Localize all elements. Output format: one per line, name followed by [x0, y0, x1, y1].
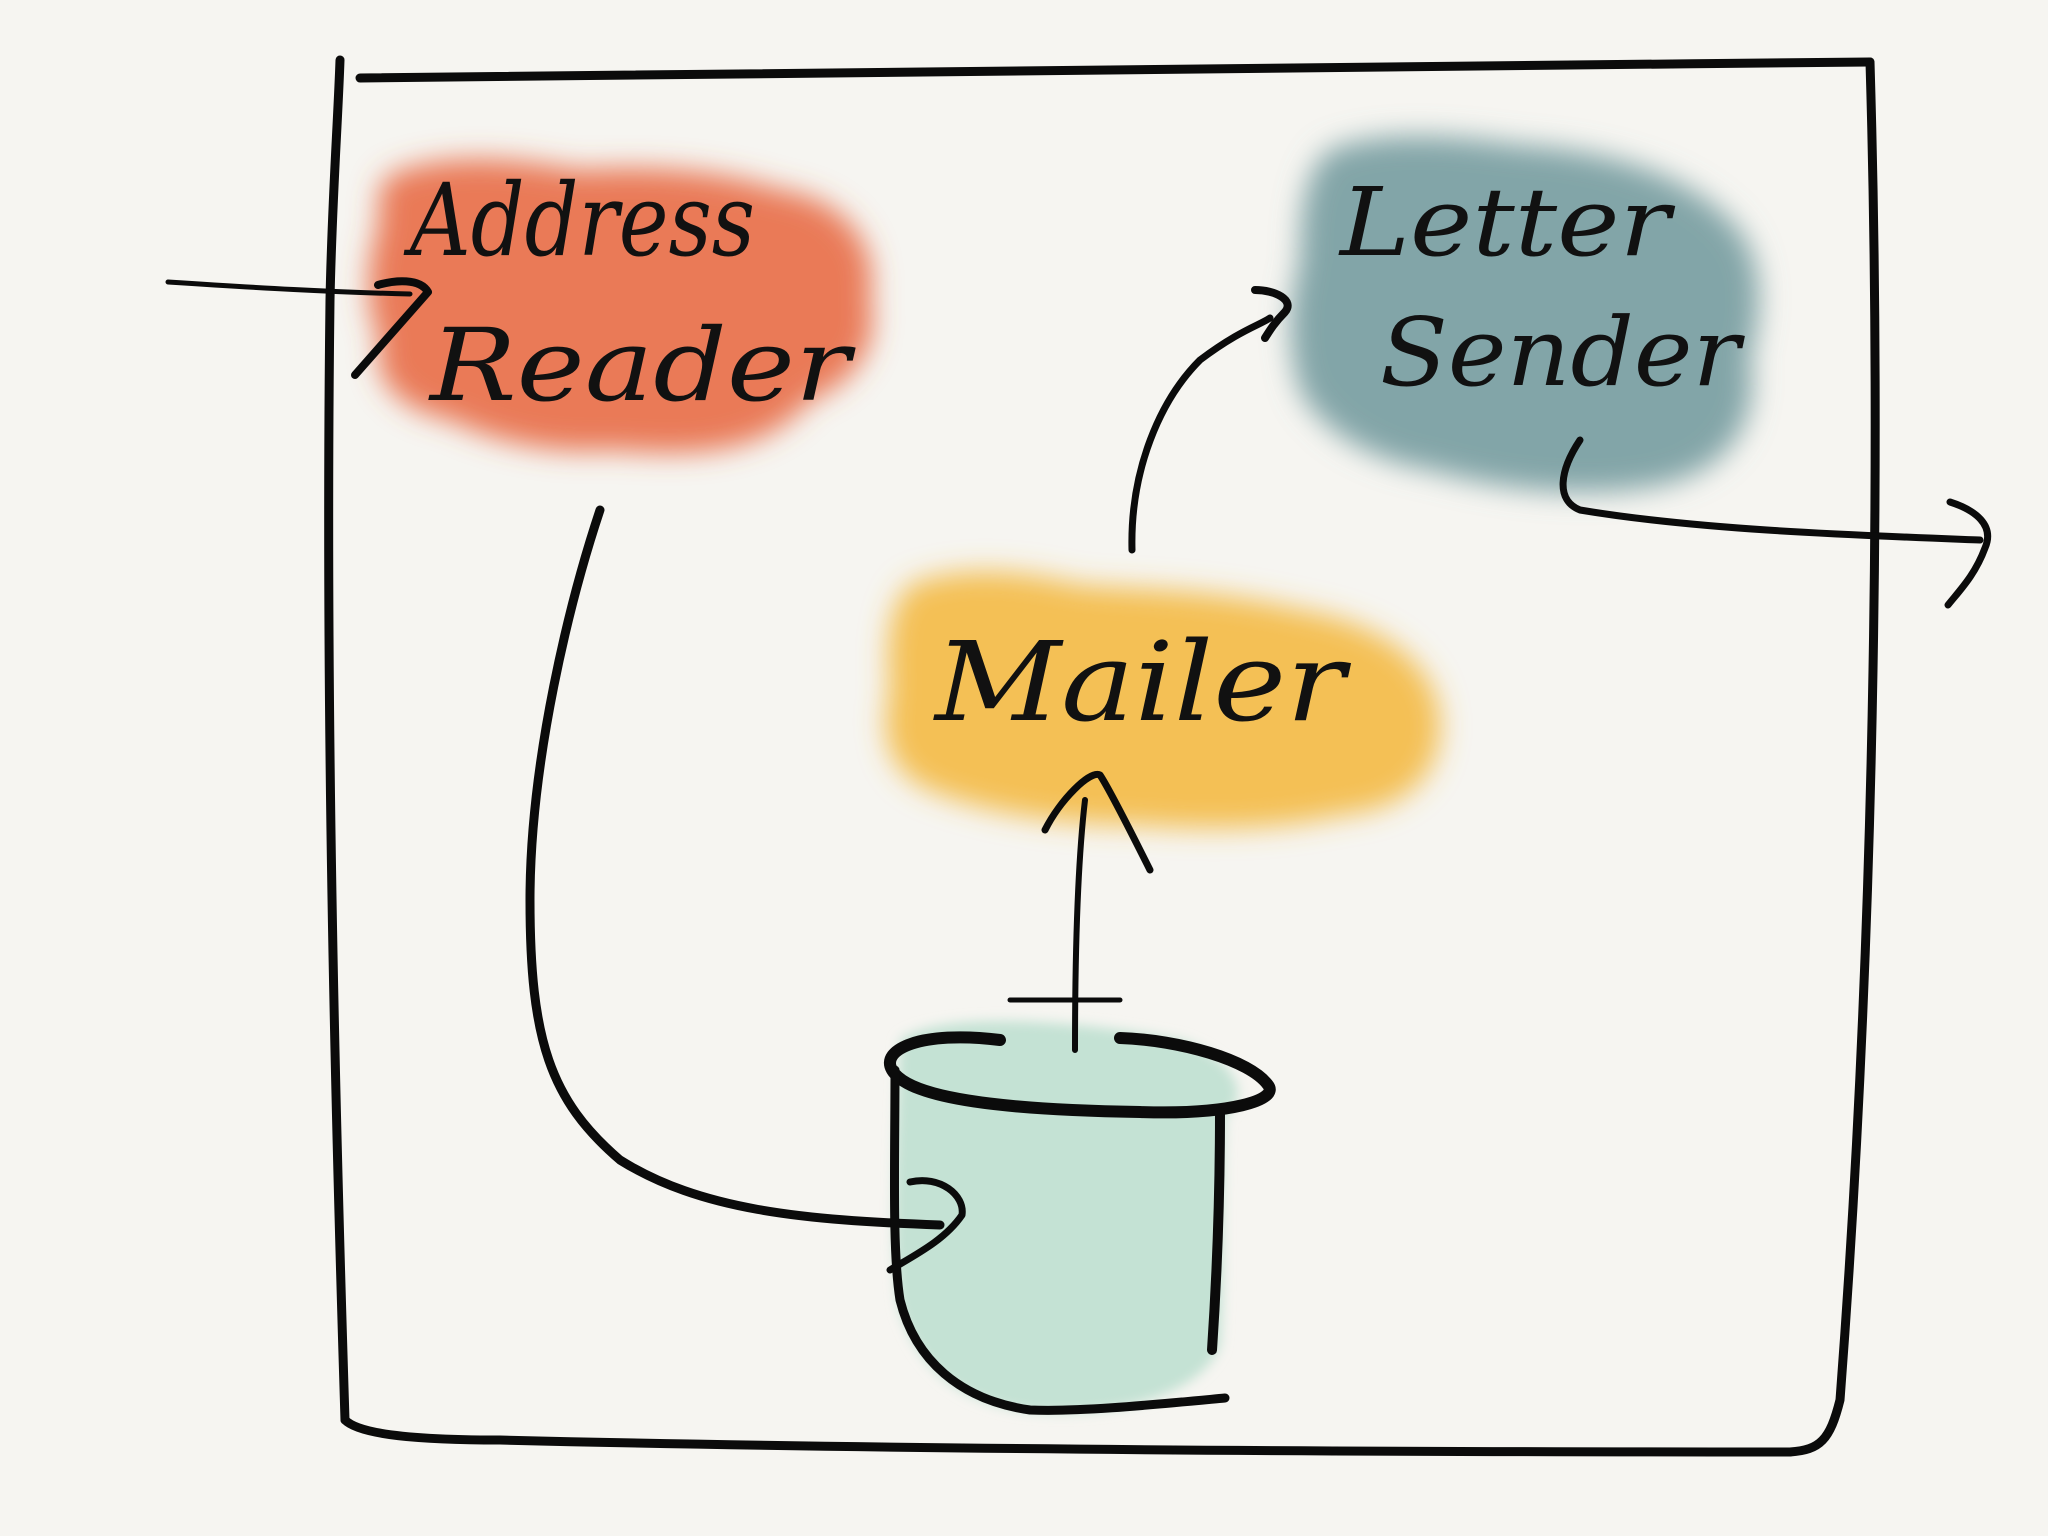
address-reader-node: Address Reader [403, 162, 856, 424]
letter-sender-label-line1: Letter [1338, 168, 1676, 278]
address-reader-label-line1: Address [403, 162, 755, 279]
system-boundary [324, 55, 1880, 1457]
mailer-blob [885, 571, 1440, 828]
mailer-label: Mailer [933, 618, 1352, 746]
mailer-node: Mailer [933, 618, 1352, 746]
bucket-to-mailer-arrow [1041, 771, 1154, 1053]
bucket-fill [894, 1021, 1238, 1413]
address-reader-blob [368, 159, 873, 453]
letter-sender-blob [1290, 136, 1759, 493]
bucket-outline [884, 997, 1276, 1415]
letter-sender-label-line2: Sender [1380, 298, 1746, 408]
mailer-to-sender-arrow [1128, 286, 1292, 554]
output-arrow [1559, 436, 1991, 609]
input-arrow [165, 277, 432, 379]
reader-to-bucket-arrow [525, 505, 966, 1274]
address-reader-label-line2: Reader [428, 307, 856, 424]
letter-sender-node: Letter Sender [1338, 168, 1746, 408]
